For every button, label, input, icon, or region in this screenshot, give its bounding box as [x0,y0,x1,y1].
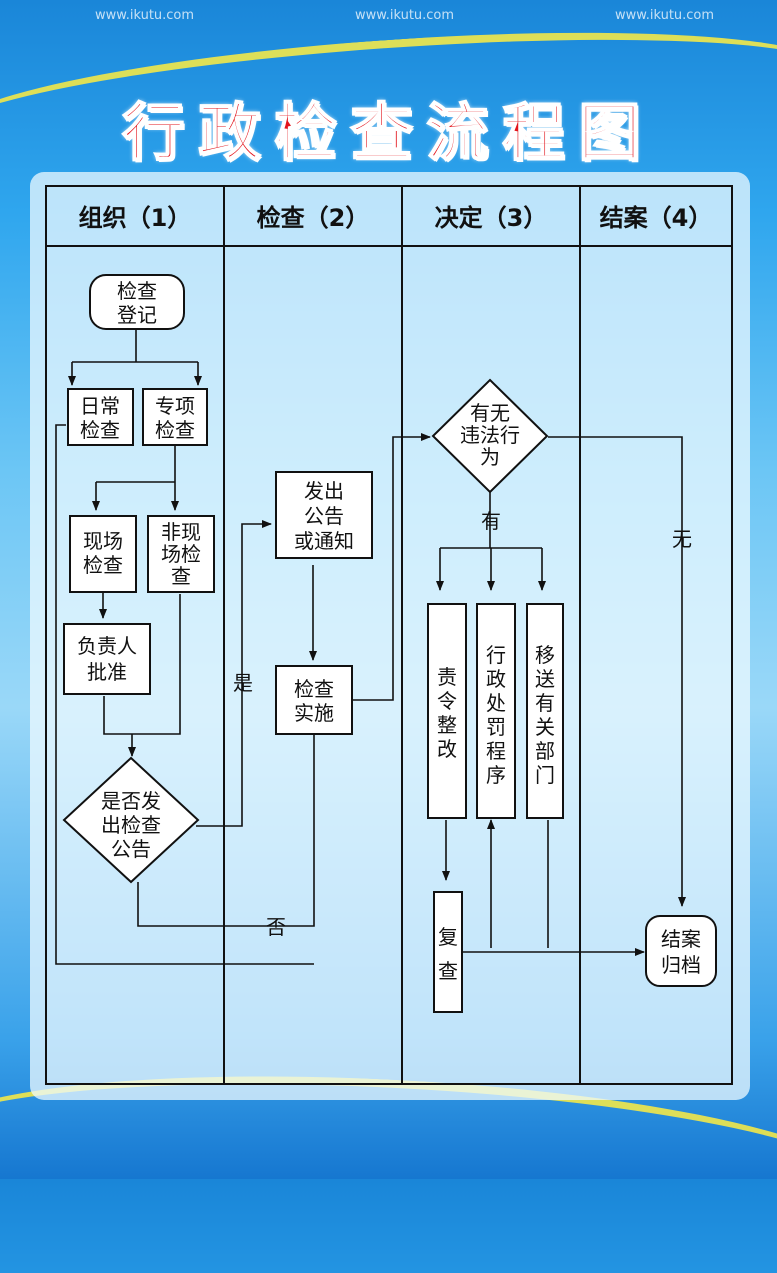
node-special-label: 专项检查 [155,394,195,442]
watermark: www.ikutu.com [615,8,715,23]
node-decision-violation [431,378,549,494]
node-review-label: 复查 [438,925,458,983]
node-implement [275,665,353,735]
lane-header-decide: 决定（3） [435,204,548,232]
lane-header-close: 结案（4） [600,204,713,232]
page-title: 行政检查流程图 [121,95,655,170]
node-penalty-label: 行政处罚程序 [486,643,506,787]
node-transfer [526,603,564,819]
flowchart: 组织（1） 检查（2） 决定（3） 结案（4） [45,185,733,1085]
node-rectify-label: 责令整改 [437,665,457,761]
watermark: www.ikutu.com [355,8,455,23]
swimlane-frame [45,185,733,1085]
node-review [433,891,463,1013]
node-archive [645,915,717,987]
node-start [89,274,185,330]
edge-label-has: 有 [481,509,501,533]
node-decision-notice [62,756,200,884]
watermark: www.ikutu.com [95,8,195,23]
lane-header-inspect: 检查（2） [257,204,370,232]
node-start-label: 检查登记 [117,279,157,327]
node-onsite-label: 现场检查 [83,529,123,577]
edge-special-split [96,446,176,483]
edge-routine-return [55,424,314,965]
edge-approve-merge [103,696,132,735]
node-implement-label: 检查实施 [294,677,334,725]
node-approve-label: 负责人批准 [77,634,137,684]
node-archive-label: 结案归档 [661,927,701,977]
node-special [142,388,208,446]
node-routine [67,388,134,446]
edge-label-no: 否 [266,915,286,939]
node-penalty [476,603,516,819]
node-notice-label: 发出公告或通知 [294,479,354,553]
edge-none-archive [548,436,686,907]
node-onsite [69,515,137,593]
node-offsite-label: 非现场检查 [161,520,201,588]
edge-start-split [72,330,198,363]
lane-header-organize: 组织（1） [79,204,192,232]
edge-yes-notice [196,520,272,827]
node-decision-notice-label: 是否发出检查公告 [101,789,161,861]
node-decision-violation-label: 有无违法行为 [460,401,520,469]
node-offsite [147,515,215,593]
node-rectify [427,603,467,819]
node-approve [63,623,151,695]
node-notice [275,471,373,559]
edge-implement-violation [353,433,431,701]
edge-label-yes: 是 [233,671,253,695]
edge-no-implement [137,722,318,927]
node-routine-label: 日常检查 [80,394,120,442]
edge-offsite-merge [132,594,181,735]
node-transfer-label: 移送有关部门 [535,643,555,787]
edge-label-none: 无 [672,527,692,551]
